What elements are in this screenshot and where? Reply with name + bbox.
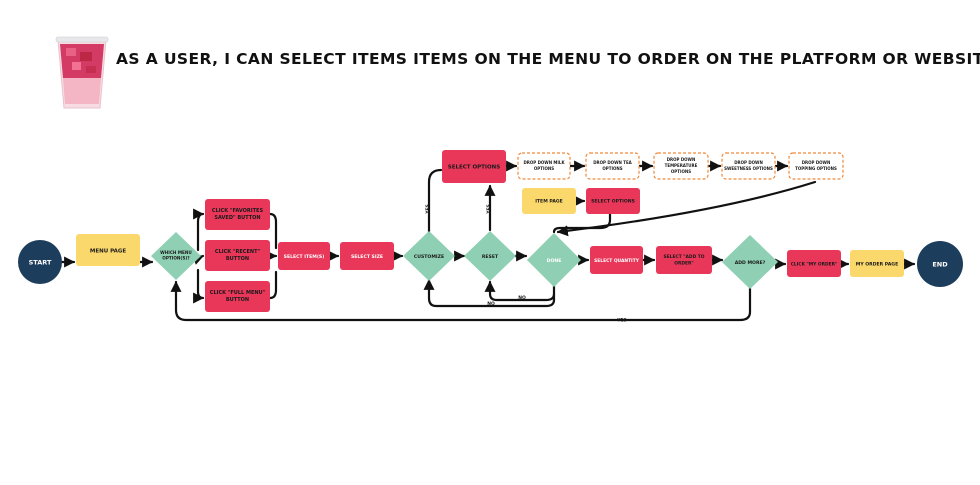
favorites-line2: SAVED" BUTTON xyxy=(214,215,260,221)
label-no-reset: NO xyxy=(487,301,495,307)
dropdown-sweetness-line2: SWEETNESS OPTIONS xyxy=(724,166,773,171)
dropdown-sweetness-line1: DROP DOWN xyxy=(734,160,763,165)
done-decision: DONE xyxy=(527,233,581,287)
recent-button-node: CLICK "RECENT" BUTTON xyxy=(205,240,270,271)
connector-labels: YES YES NO NO YES xyxy=(425,204,627,323)
dropdown-temperature-line1: DROP DOWN xyxy=(667,157,696,162)
which-menu-line2: OPTION(S)? xyxy=(162,256,190,261)
item-page-label: ITEM PAGE xyxy=(535,199,563,205)
dropdown-milk-line2: OPTIONS xyxy=(534,166,554,171)
dropdown-topping-line2: TOPPING OPTIONS xyxy=(795,166,837,171)
select-items-label: SELECT ITEM(S) xyxy=(284,254,325,260)
recent-line2: BUTTON xyxy=(226,256,249,262)
dropdown-topping-line1: DROP DOWN xyxy=(802,160,831,165)
dropdown-topping-node: DROP DOWN TOPPING OPTIONS xyxy=(788,152,844,180)
recent-line1: CLICK "RECENT" xyxy=(215,249,261,255)
dropdown-temperature-line2: TEMPERATURE xyxy=(665,163,698,168)
menu-page-node: MENU PAGE xyxy=(76,234,140,266)
label-yes-customize: YES xyxy=(425,204,431,215)
reset-label: RESET xyxy=(482,254,499,260)
reset-decision: RESET xyxy=(464,231,516,281)
click-my-order-label: CLICK "MY ORDER" xyxy=(791,262,838,268)
label-yes-reset: YES xyxy=(486,204,492,215)
select-quantity-node: SELECT QUANTITY xyxy=(590,246,643,274)
select-options-small-node: SELECT OPTIONS xyxy=(586,188,640,214)
dropdown-milk-line1: DROP DOWN MILK xyxy=(523,160,565,165)
customize-decision: CUSTOMIZE xyxy=(403,231,455,281)
which-menu-line1: WHICH MENU xyxy=(160,250,192,255)
full-menu-line1: CLICK "FULL MENU" xyxy=(210,290,266,296)
add-to-order-line1: SELECT "ADD TO xyxy=(664,254,705,260)
end-label: END xyxy=(932,261,948,269)
page-title: As a user, I can select items items on t… xyxy=(116,50,980,68)
my-order-page-node: MY ORDER PAGE xyxy=(850,250,904,277)
select-options-small-label: SELECT OPTIONS xyxy=(591,199,635,205)
add-more-label: ADD MORE? xyxy=(735,260,766,266)
dropdown-tea-node: DROP DOWN TEA OPTIONS xyxy=(585,152,640,180)
select-quantity-label: SELECT QUANTITY xyxy=(594,258,640,264)
label-yes-add-more: YES xyxy=(616,318,627,324)
select-options-label: SELECT OPTIONS xyxy=(448,165,500,171)
add-to-order-node: SELECT "ADD TO ORDER" xyxy=(656,246,712,274)
full-menu-button-node: CLICK "FULL MENU" BUTTON xyxy=(205,281,270,312)
start-label: START xyxy=(29,259,52,267)
label-no-done: NO xyxy=(518,295,526,301)
dropdown-milk-node: DROP DOWN MILK OPTIONS xyxy=(517,152,571,180)
connector-lines xyxy=(60,160,916,322)
favorites-line1: CLICK "FAVORITES xyxy=(212,208,264,214)
dropdown-tea-line1: DROP DOWN TEA xyxy=(593,160,632,165)
add-to-order-line2: ORDER" xyxy=(674,261,693,267)
menu-page-label: MENU PAGE xyxy=(90,249,127,255)
select-size-node: SELECT SIZE xyxy=(340,242,394,270)
done-label: DONE xyxy=(547,258,562,264)
my-order-page-label: MY ORDER PAGE xyxy=(856,262,898,268)
dropdown-temperature-line3: OPTIONS xyxy=(671,169,691,174)
favorites-button-node: CLICK "FAVORITES SAVED" BUTTON xyxy=(205,199,270,230)
click-my-order-node: CLICK "MY ORDER" xyxy=(787,250,841,277)
select-size-label: SELECT SIZE xyxy=(351,254,383,260)
full-menu-line2: BUTTON xyxy=(226,297,249,303)
start-node: START xyxy=(18,240,62,284)
dropdown-tea-line2: OPTIONS xyxy=(602,166,622,171)
dropdown-temperature-node: DROP DOWN TEMPERATURE OPTIONS xyxy=(653,152,709,180)
end-node: END xyxy=(917,241,963,287)
item-page-node: ITEM PAGE xyxy=(522,188,576,214)
bubble-tea-icon xyxy=(55,36,109,109)
select-items-node: SELECT ITEM(S) xyxy=(278,242,330,270)
customize-label: CUSTOMIZE xyxy=(414,254,444,260)
which-menu-decision: WHICH MENU OPTION(S)? xyxy=(151,232,201,280)
dropdown-sweetness-node: DROP DOWN SWEETNESS OPTIONS xyxy=(721,152,776,180)
add-more-decision: ADD MORE? xyxy=(722,235,778,289)
select-options-node: SELECT OPTIONS xyxy=(442,150,506,183)
